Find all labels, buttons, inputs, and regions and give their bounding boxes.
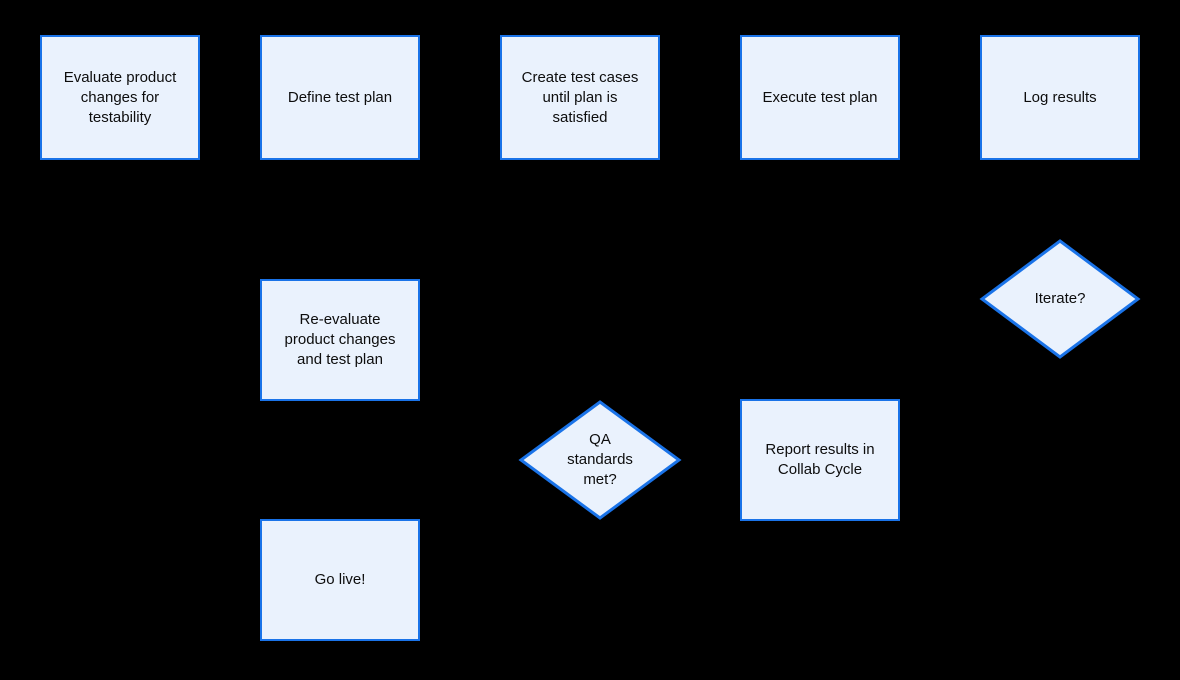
diamond-shape-icon <box>979 239 1141 359</box>
node-go-live[interactable]: Go live! <box>260 519 420 641</box>
node-label: Evaluate product changes for testability <box>63 68 177 126</box>
node-label: Create test cases until plan is satisfie… <box>521 68 639 126</box>
node-report-results[interactable]: Report results in Collab Cycle <box>740 399 900 521</box>
node-label: Log results <box>1023 88 1097 106</box>
node-qa-standards-decision[interactable]: QA standards met? <box>518 400 682 520</box>
node-log-results[interactable]: Log results <box>980 35 1140 160</box>
node-label: Iterate? <box>1034 290 1086 307</box>
node-evaluate-product-changes[interactable]: Evaluate product changes for testability <box>40 35 200 160</box>
node-label: Execute test plan <box>762 88 878 106</box>
node-execute-test-plan[interactable]: Execute test plan <box>740 35 900 160</box>
node-label: Report results in Collab Cycle <box>765 441 875 478</box>
diamond-shape-icon <box>518 400 682 520</box>
node-iterate-decision[interactable]: Iterate? <box>979 239 1141 359</box>
node-re-evaluate-product-changes[interactable]: Re-evaluate product changes and test pla… <box>260 279 420 401</box>
node-define-test-plan[interactable]: Define test plan <box>260 35 420 160</box>
node-label: Go live! <box>314 571 366 588</box>
node-label: Re-evaluate product changes and test pla… <box>284 311 396 368</box>
node-label: QA standards met? <box>567 431 633 488</box>
node-label: Define test plan <box>287 88 393 106</box>
node-create-test-cases[interactable]: Create test cases until plan is satisfie… <box>500 35 660 160</box>
